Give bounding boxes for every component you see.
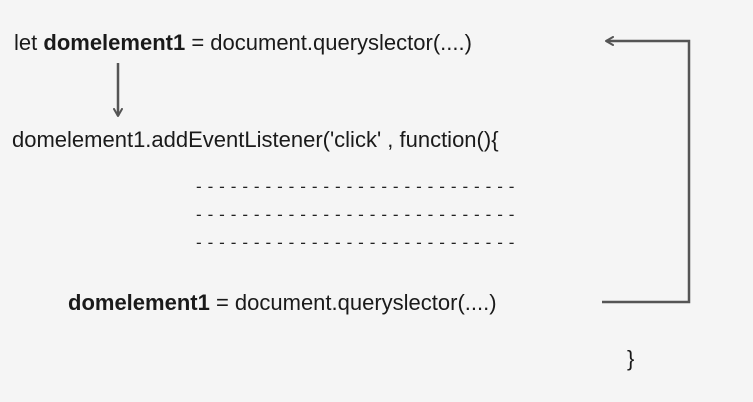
reassigned-variable-name: domelement1 [68, 290, 210, 315]
placeholder-code-line-1: - - - - - - - - - - - - - - - - - - - - … [196, 177, 516, 196]
reassignment-line: domelement1 = document.queryslector(....… [68, 290, 497, 316]
reassignment-assignment: = document.queryslector(....) [215, 290, 497, 315]
closing-brace: } [627, 346, 635, 371]
event-listener-line: domelement1.addEventListener('click' , f… [12, 127, 499, 152]
let-keyword: let [14, 30, 38, 55]
placeholder-code-line-3: - - - - - - - - - - - - - - - - - - - - … [196, 233, 516, 252]
declared-variable-name: domelement1 [43, 30, 186, 55]
declaration-line: let domelement1 = document.queryslector(… [14, 30, 472, 56]
declaration-assignment: = document.queryslector(....) [191, 30, 472, 55]
placeholder-code-line-2: - - - - - - - - - - - - - - - - - - - - … [196, 205, 516, 224]
loop-back-arrow-icon [602, 36, 691, 304]
